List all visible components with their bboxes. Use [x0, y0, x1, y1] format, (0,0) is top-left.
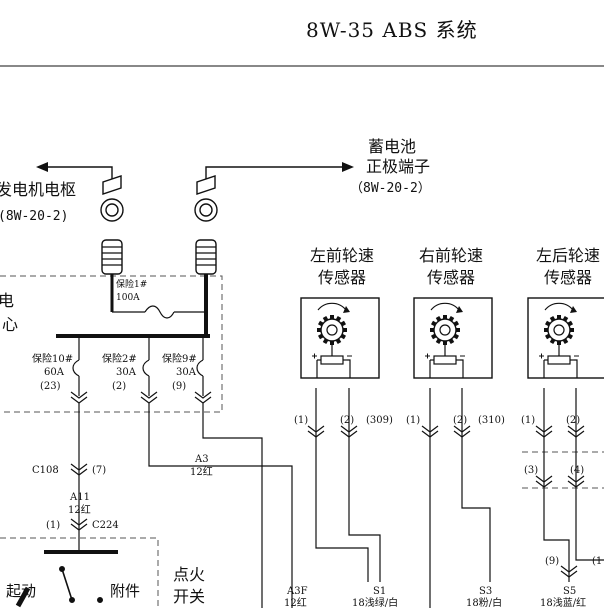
rf-pin1: (1) — [406, 415, 420, 426]
sensor-lr-body — [527, 297, 604, 379]
a3-label: A3 — [194, 454, 209, 465]
a11-label: A11 — [69, 492, 90, 503]
lf-pin1: (1) — [294, 415, 308, 426]
sensor-lf-title2: 传感器 — [318, 268, 366, 287]
c108-pin: (7) — [92, 465, 106, 476]
pdc-connector-chevrons — [70, 391, 212, 404]
fuse10-rating: 60A — [44, 367, 65, 378]
fuse10-cavity: (23) — [40, 381, 61, 392]
sensor-lr-title2: 传感器 — [544, 268, 592, 287]
c224-pin: (1) — [46, 520, 60, 531]
fuse9-rating: 30A — [176, 367, 197, 378]
fuse10-symbol — [72, 336, 80, 396]
s3-color: 18粉/白 — [466, 596, 502, 608]
c108-label: C108 — [32, 465, 59, 476]
lr-pin1: (1) — [521, 415, 535, 426]
a3-color: 12红 — [190, 465, 213, 478]
pdc-busbar — [56, 274, 210, 338]
sensor-lf-body — [300, 297, 380, 379]
wire-a3 — [148, 403, 293, 608]
s1-label: S1 — [373, 586, 386, 597]
lf-pin2: (2) — [340, 415, 354, 426]
fuse2-cavity: (2) — [112, 381, 126, 392]
ignition-label-line1: 点火 — [173, 565, 205, 584]
battery-feed — [194, 162, 354, 222]
sensor-rf-title2: 传感器 — [427, 268, 475, 287]
sensor-rf-body — [413, 297, 493, 379]
sensor-lr-title1: 左后轮速 — [536, 246, 600, 265]
fuse1-name: 保险1# — [116, 278, 147, 290]
wire-a11 — [70, 403, 88, 552]
s3-label: S3 — [479, 586, 492, 597]
s5-color: 18浅蓝/红 — [540, 596, 586, 608]
stud-connector-left — [101, 239, 123, 275]
sensor-rf-title1: 右前轮速 — [419, 246, 483, 265]
c224-label: C224 — [92, 520, 119, 531]
ignition-label-line2: 开关 — [173, 587, 205, 606]
pdc-label-line2: 心 — [2, 315, 18, 334]
s1-color: 18浅绿/白 — [352, 596, 398, 608]
ignition-contacts — [15, 566, 103, 608]
generator-label: 发电机电枢 — [0, 180, 76, 199]
generator-feed — [36, 162, 124, 222]
lr-pin-more: (1 — [592, 556, 602, 567]
c310-label: (310) — [478, 415, 505, 426]
pdc-label-line1: 电 — [0, 291, 14, 310]
battery-label-line1: 蓄电池 — [368, 137, 416, 156]
lr-pin9: (9) — [545, 556, 559, 567]
fuse10-name: 保险10# — [32, 352, 73, 365]
fuse2-symbol — [142, 336, 150, 396]
a3f-color: 12红 — [284, 596, 307, 608]
stud-connector-right — [195, 239, 217, 275]
a11-color: 12红 — [68, 503, 91, 516]
s5-label: S5 — [563, 586, 576, 597]
fuse2-name: 保险2# — [102, 352, 137, 365]
fuse9-name: 保险9# — [162, 352, 197, 365]
battery-label-line2: 正极端子 — [366, 157, 430, 176]
fuse9-symbol — [196, 336, 204, 396]
ignition-start-label: 起动 — [6, 582, 36, 600]
lr-pin2: (2) — [566, 415, 580, 426]
lr-pin4: (4) — [570, 465, 584, 476]
lr-pin3: (3) — [524, 465, 538, 476]
wire-fuse9 — [202, 403, 263, 608]
ignition-box — [0, 537, 159, 608]
c309-label: (309) — [366, 415, 393, 426]
sensor-wires — [315, 388, 604, 608]
rf-pin2: (2) — [453, 415, 467, 426]
fuse2-rating: 30A — [116, 367, 137, 378]
generator-ref: (8W-20-2) — [0, 209, 68, 224]
battery-ref: （8W-20-2） — [350, 181, 431, 196]
a3f-label: A3F — [286, 586, 308, 597]
page-title: 8W-35 ABS 系统 — [306, 18, 478, 42]
fuse1-rating: 100A — [116, 293, 140, 303]
ignition-acc-label: 附件 — [110, 582, 140, 600]
sensor-lf-title1: 左前轮速 — [310, 246, 374, 265]
fuse9-cavity: (9) — [172, 381, 186, 392]
